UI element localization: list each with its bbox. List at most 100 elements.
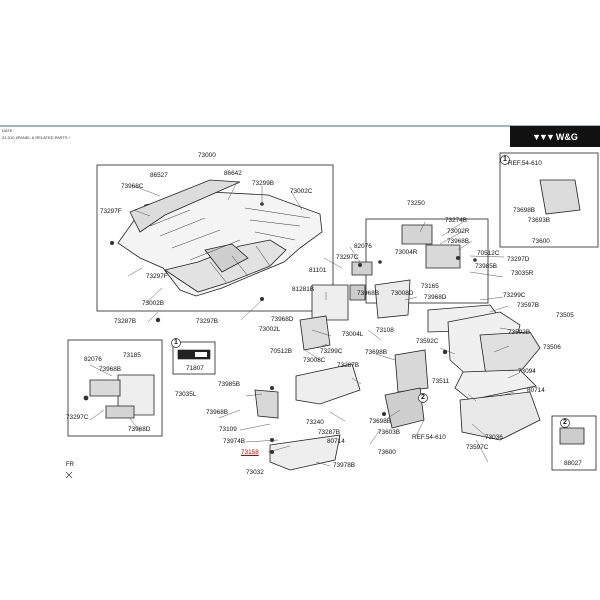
center-console-group	[349, 224, 461, 429]
part-label: 82076	[84, 356, 102, 363]
part-label: 73299C	[503, 292, 526, 299]
part-label: 73008C	[303, 357, 326, 364]
part-label: 81101	[309, 267, 327, 274]
part-label: 73600	[378, 449, 396, 456]
part-label: 73985B	[475, 263, 498, 270]
part-label: 73297F	[100, 208, 122, 215]
part-label: 73968B	[357, 290, 380, 297]
part-label: 73978B	[333, 462, 356, 469]
header-divider	[0, 125, 600, 127]
switch-frame	[551, 415, 597, 471]
part-label: 73002C	[290, 188, 313, 195]
part-label: 80714	[527, 387, 545, 394]
part-label: 73968D	[424, 294, 447, 301]
brand-name: W&G	[555, 131, 578, 142]
part-label: 70512C	[477, 250, 500, 257]
part-label: 73287B	[114, 318, 137, 325]
brand-badge: ▼▼▼ W&G	[510, 126, 600, 147]
wave-icon: ▼▼▼	[532, 131, 555, 142]
part-label: 73036	[485, 434, 503, 441]
part-label: 73985B	[218, 381, 241, 388]
part-label: 73274B	[445, 217, 468, 224]
part-label: 71807	[186, 365, 204, 372]
front-marker: FR	[66, 462, 74, 468]
part-label: 73004L	[342, 331, 364, 338]
ref-panel-part	[539, 179, 585, 445]
part-label: 86527	[150, 172, 168, 179]
part-label: 73698B	[513, 207, 536, 214]
part-label: 73297C	[336, 254, 359, 261]
console-frame	[365, 218, 489, 304]
callout-two: 2	[563, 419, 567, 426]
part-label: 73592C	[416, 338, 439, 345]
part-label: REF.54-610	[508, 160, 542, 167]
part-label: 73032	[246, 469, 264, 476]
part-label: 73299C	[320, 348, 343, 355]
callout-one-ref: 1	[503, 156, 507, 163]
part-label: 73968D	[128, 426, 151, 433]
part-label: 73000	[198, 152, 216, 159]
part-label: 73968C	[121, 183, 144, 190]
left-lower-parts	[89, 284, 361, 471]
callout-two-console: 2	[421, 394, 425, 401]
part-label: 70512B	[270, 348, 293, 355]
part-label: 73600	[532, 238, 550, 245]
main-assembly-frame	[96, 164, 334, 312]
part-label: 86642	[224, 170, 242, 177]
part-label: 73693B	[528, 217, 551, 224]
callout-circles	[171, 155, 570, 428]
part-label: 73287B	[337, 362, 360, 369]
part-label: 73968B	[99, 366, 122, 373]
highlighted-part-label[interactable]: 73158	[241, 449, 259, 456]
part-label: 73597C	[466, 444, 489, 451]
part-label: 73698B	[369, 418, 392, 425]
part-label: REF.54-610	[412, 434, 446, 441]
part-label: 73968B	[447, 238, 470, 245]
part-label: 73108	[376, 327, 394, 334]
part-label: 73002L	[259, 326, 281, 333]
leader-lines	[89, 181, 520, 467]
part-label: 73185	[123, 352, 141, 359]
fastener-icons	[83, 202, 477, 454]
breadcrumb: 22-010 I/PANEL & RELATED PARTS /	[2, 135, 70, 140]
part-label: 73002B	[142, 300, 165, 307]
part-label: 73698B	[365, 349, 388, 356]
part-label: 73968B	[206, 409, 229, 416]
header-code: DATE	[2, 128, 13, 133]
part-label: 73035L	[175, 391, 197, 398]
ref-panel-frame	[499, 152, 599, 248]
center-panel-frame	[67, 339, 163, 437]
callout-one: 1	[174, 339, 178, 346]
part-label: 73109	[219, 426, 237, 433]
part-label: 73297F	[146, 273, 168, 280]
part-label: 73597B	[517, 302, 540, 309]
part-label: 73240	[306, 419, 324, 426]
part-label: 73297C	[66, 414, 89, 421]
part-label: 73299B	[252, 180, 275, 187]
part-label: 73004R	[395, 249, 418, 256]
part-label: 88027	[564, 460, 582, 467]
part-label: 73297D	[507, 256, 530, 263]
part-label: 73511	[432, 378, 450, 385]
part-label: 73250	[407, 200, 425, 207]
part-label: 73505	[556, 312, 574, 319]
part-label: 73603B	[378, 429, 401, 436]
part-label: 81281B	[292, 286, 315, 293]
front-arrow-icon	[65, 471, 73, 479]
part-label: 73968D	[271, 316, 294, 323]
part-label: 82076	[354, 243, 372, 250]
part-label: 73008D	[391, 290, 414, 297]
part-label: 73592B	[508, 329, 531, 336]
part-label: 73974B	[223, 438, 246, 445]
dashboard-body	[117, 179, 323, 297]
part-label: 73506	[543, 344, 561, 351]
part-label: 73035R	[511, 270, 534, 277]
part-label: 73287B	[318, 429, 341, 436]
part-label: 73094	[518, 368, 536, 375]
badge-frame	[172, 341, 216, 375]
header-bar: DATE 22-010 I/PANEL & RELATED PARTS /	[0, 125, 600, 145]
part-label: 73297B	[196, 318, 219, 325]
emblem-badge	[177, 349, 211, 360]
part-label: 73165	[421, 283, 439, 290]
